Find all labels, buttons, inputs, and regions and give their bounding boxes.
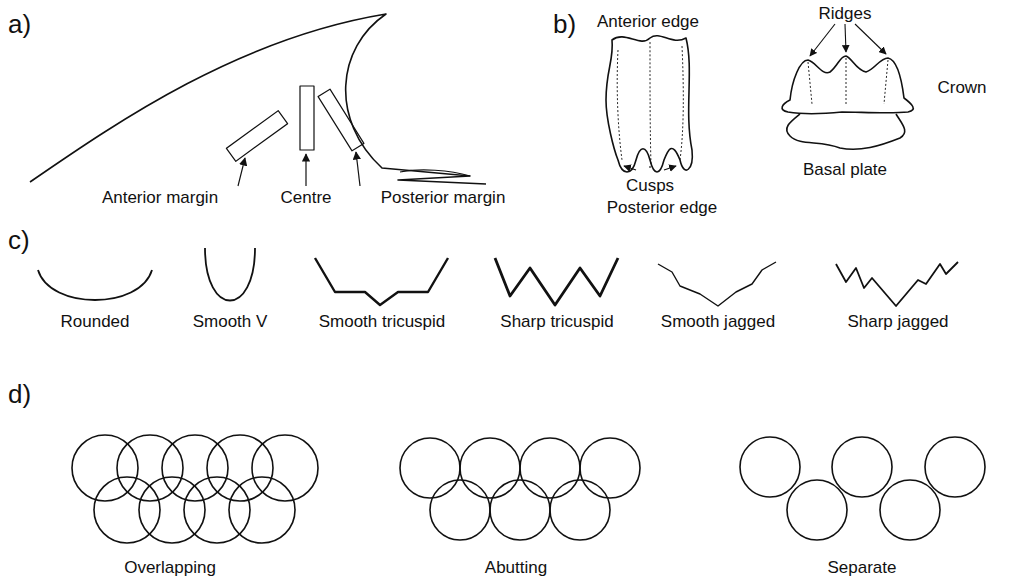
part-label: Cusps	[626, 177, 674, 196]
part-label: Separate	[828, 559, 897, 578]
part-label: Posterior edge	[607, 199, 718, 218]
panel-letter: d)	[8, 380, 31, 409]
part-label: Sharp tricuspid	[500, 313, 613, 332]
part-label: Rounded	[60, 313, 129, 332]
panel-letter: a)	[8, 10, 31, 39]
part-label: Anterior margin	[102, 189, 218, 208]
panel-letter: b)	[553, 10, 576, 39]
part-label: Basal plate	[803, 161, 887, 180]
panel-letter: c)	[8, 226, 30, 255]
part-label: Posterior margin	[381, 189, 506, 208]
part-label: Anterior edge	[597, 13, 699, 32]
part-label: Sharp jagged	[847, 313, 948, 332]
part-label: Smooth V	[193, 313, 268, 332]
part-label: Overlapping	[124, 559, 216, 578]
part-label: Centre	[280, 189, 331, 208]
part-label: Smooth jagged	[661, 313, 775, 332]
part-label: Smooth tricuspid	[319, 313, 446, 332]
part-label: Ridges	[819, 5, 872, 24]
part-label: Abutting	[485, 559, 547, 578]
part-label: Crown	[937, 79, 986, 98]
